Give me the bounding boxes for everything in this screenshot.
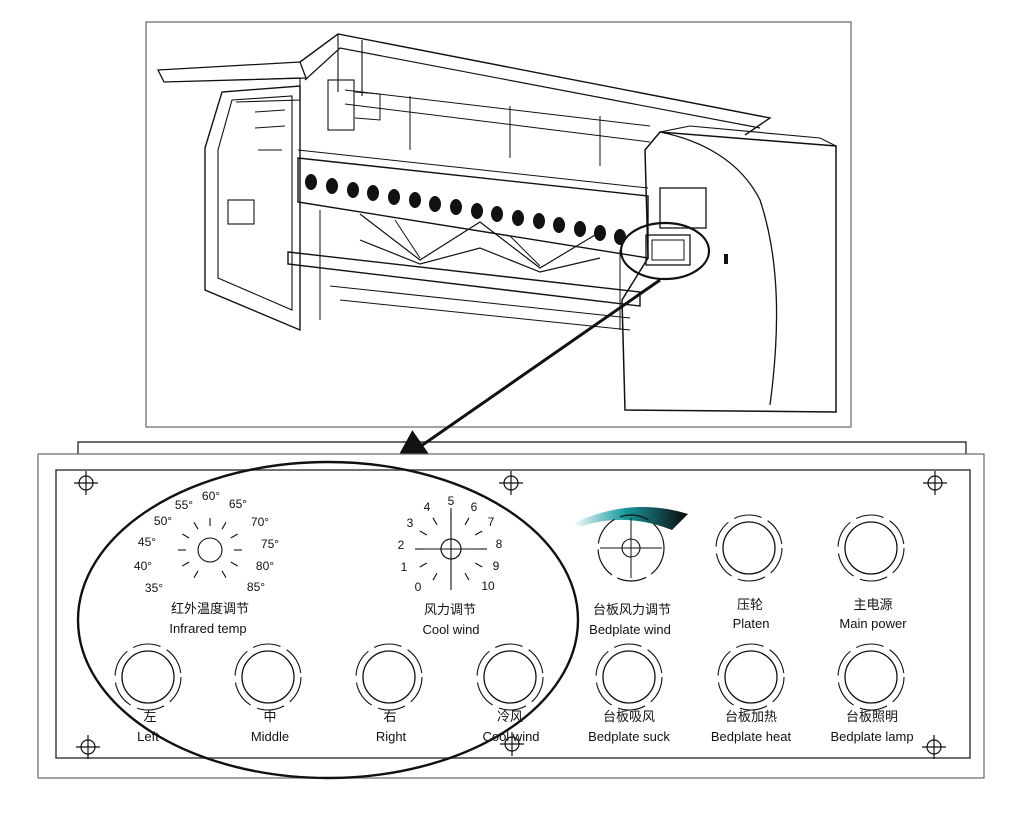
wind-tick: 0 bbox=[415, 580, 422, 594]
wind-tick-mark bbox=[474, 530, 483, 536]
infrared-tick-labels: 35° 40° 45° 50° 55° 60° 65° 70° 75° 80° … bbox=[134, 489, 279, 595]
infrared-tick-mark bbox=[221, 570, 227, 578]
infrared-tick: 85° bbox=[247, 580, 265, 594]
wind-tick: 5 bbox=[448, 494, 455, 508]
infrared-tick: 35° bbox=[145, 581, 163, 595]
cool-wind-button-label-en: Cool wind bbox=[482, 729, 539, 744]
bedplate-wind-label-zh: 台板风力调节 bbox=[593, 603, 671, 618]
cool-wind-button[interactable]: 冷风 Cool wind bbox=[476, 643, 544, 744]
infrared-tick: 65° bbox=[229, 497, 247, 511]
middle-label-en: Middle bbox=[251, 729, 289, 744]
infrared-tick-mark bbox=[230, 533, 238, 539]
cool-wind-button-label-zh: 冷风 bbox=[497, 710, 523, 725]
wind-tick: 3 bbox=[407, 516, 414, 530]
infrared-tick: 50° bbox=[154, 514, 172, 528]
platen-label-en: Platen bbox=[733, 616, 770, 631]
wind-tick-mark bbox=[432, 572, 438, 581]
bedplate-suck-button[interactable]: 台板吸风 Bedplate suck bbox=[588, 643, 670, 744]
bedplate-wind-arc bbox=[572, 506, 688, 530]
printer-illustration bbox=[145, 21, 852, 428]
infrared-tick-mark bbox=[230, 561, 238, 567]
left-heater-button[interactable]: 左 Left bbox=[114, 643, 182, 744]
wind-tick: 10 bbox=[481, 579, 495, 593]
wind-tick-mark bbox=[419, 530, 428, 536]
cool-wind-label-zh: 风力调节 bbox=[424, 603, 476, 618]
wind-tick-mark bbox=[419, 562, 428, 568]
infrared-tick-mark bbox=[193, 522, 199, 530]
infrared-tick-mark bbox=[182, 533, 190, 539]
right-label-zh: 右 bbox=[383, 710, 396, 725]
left-label-en: Left bbox=[137, 729, 159, 744]
bedplate-lamp-label-zh: 台板照明 bbox=[846, 710, 898, 725]
bedplate-heat-button[interactable]: 台板加热 Bedplate heat bbox=[711, 643, 792, 744]
bedplate-suck-label-zh: 台板吸风 bbox=[603, 710, 655, 725]
callout-arrow bbox=[393, 278, 661, 466]
wind-tick: 7 bbox=[488, 515, 495, 529]
infrared-tick-mark bbox=[221, 522, 227, 530]
bedplate-lamp-label-en: Bedplate lamp bbox=[830, 729, 913, 744]
front-beam-holes bbox=[305, 174, 626, 245]
infrared-label-zh: 红外温度调节 bbox=[171, 601, 249, 617]
infrared-tick: 70° bbox=[251, 515, 269, 529]
wind-tick-labels: 0 1 2 3 4 5 6 7 8 9 10 bbox=[398, 494, 503, 594]
wind-tick-mark bbox=[474, 562, 483, 568]
platen-button[interactable]: 压轮 Platen bbox=[715, 514, 783, 631]
wind-tick: 4 bbox=[424, 500, 431, 514]
wind-tick: 8 bbox=[496, 537, 503, 551]
infrared-tick-mark bbox=[193, 570, 199, 578]
infrared-temp-dial[interactable]: 35° 40° 45° 50° 55° 60° 65° 70° 75° 80° … bbox=[134, 489, 279, 636]
bedplate-wind-knob[interactable]: 台板风力调节 Bedplate wind bbox=[572, 506, 688, 637]
wind-tick-mark bbox=[464, 517, 470, 526]
infrared-tick-mark bbox=[182, 561, 190, 567]
infrared-label-en: Infrared temp bbox=[169, 621, 246, 636]
right-heater-button[interactable]: 右 Right bbox=[355, 643, 423, 744]
middle-label-zh: 中 bbox=[263, 710, 276, 725]
middle-heater-button[interactable]: 中 Middle bbox=[234, 643, 302, 744]
bedplate-heat-label-en: Bedplate heat bbox=[711, 729, 792, 744]
main-power-button[interactable]: 主电源 Main power bbox=[837, 514, 907, 631]
main-power-label-en: Main power bbox=[839, 616, 907, 631]
bedplate-wind-label-en: Bedplate wind bbox=[589, 622, 671, 637]
wind-tick-mark bbox=[464, 572, 470, 581]
cool-wind-label-en: Cool wind bbox=[422, 622, 479, 637]
platen-label-zh: 压轮 bbox=[737, 598, 763, 613]
wind-tick: 9 bbox=[493, 559, 500, 573]
wind-tick-mark bbox=[432, 517, 438, 526]
infrared-tick: 45° bbox=[138, 535, 156, 549]
infrared-tick: 55° bbox=[175, 498, 193, 512]
infrared-tick: 60° bbox=[202, 489, 220, 503]
cool-wind-dial[interactable]: 0 1 2 3 4 5 6 7 8 9 10 风力调节 Cool wind bbox=[398, 494, 503, 637]
bedplate-heat-label-zh: 台板加热 bbox=[725, 710, 777, 725]
left-label-zh: 左 bbox=[143, 710, 156, 725]
bedplate-suck-label-en: Bedplate suck bbox=[588, 729, 670, 744]
wind-tick: 1 bbox=[401, 560, 408, 574]
infrared-tick: 40° bbox=[134, 559, 152, 573]
wind-tick: 6 bbox=[471, 500, 478, 514]
bedplate-lamp-button[interactable]: 台板照明 Bedplate lamp bbox=[830, 643, 914, 744]
callout-ellipse bbox=[76, 460, 580, 780]
infrared-tick: 75° bbox=[261, 537, 279, 551]
control-panel: 35° 40° 45° 50° 55° 60° 65° 70° 75° 80° … bbox=[37, 441, 985, 780]
main-power-label-zh: 主电源 bbox=[853, 598, 892, 613]
right-label-en: Right bbox=[376, 729, 407, 744]
wind-tick: 2 bbox=[398, 538, 405, 552]
registration-marks bbox=[74, 471, 947, 759]
infrared-tick: 80° bbox=[256, 559, 274, 573]
